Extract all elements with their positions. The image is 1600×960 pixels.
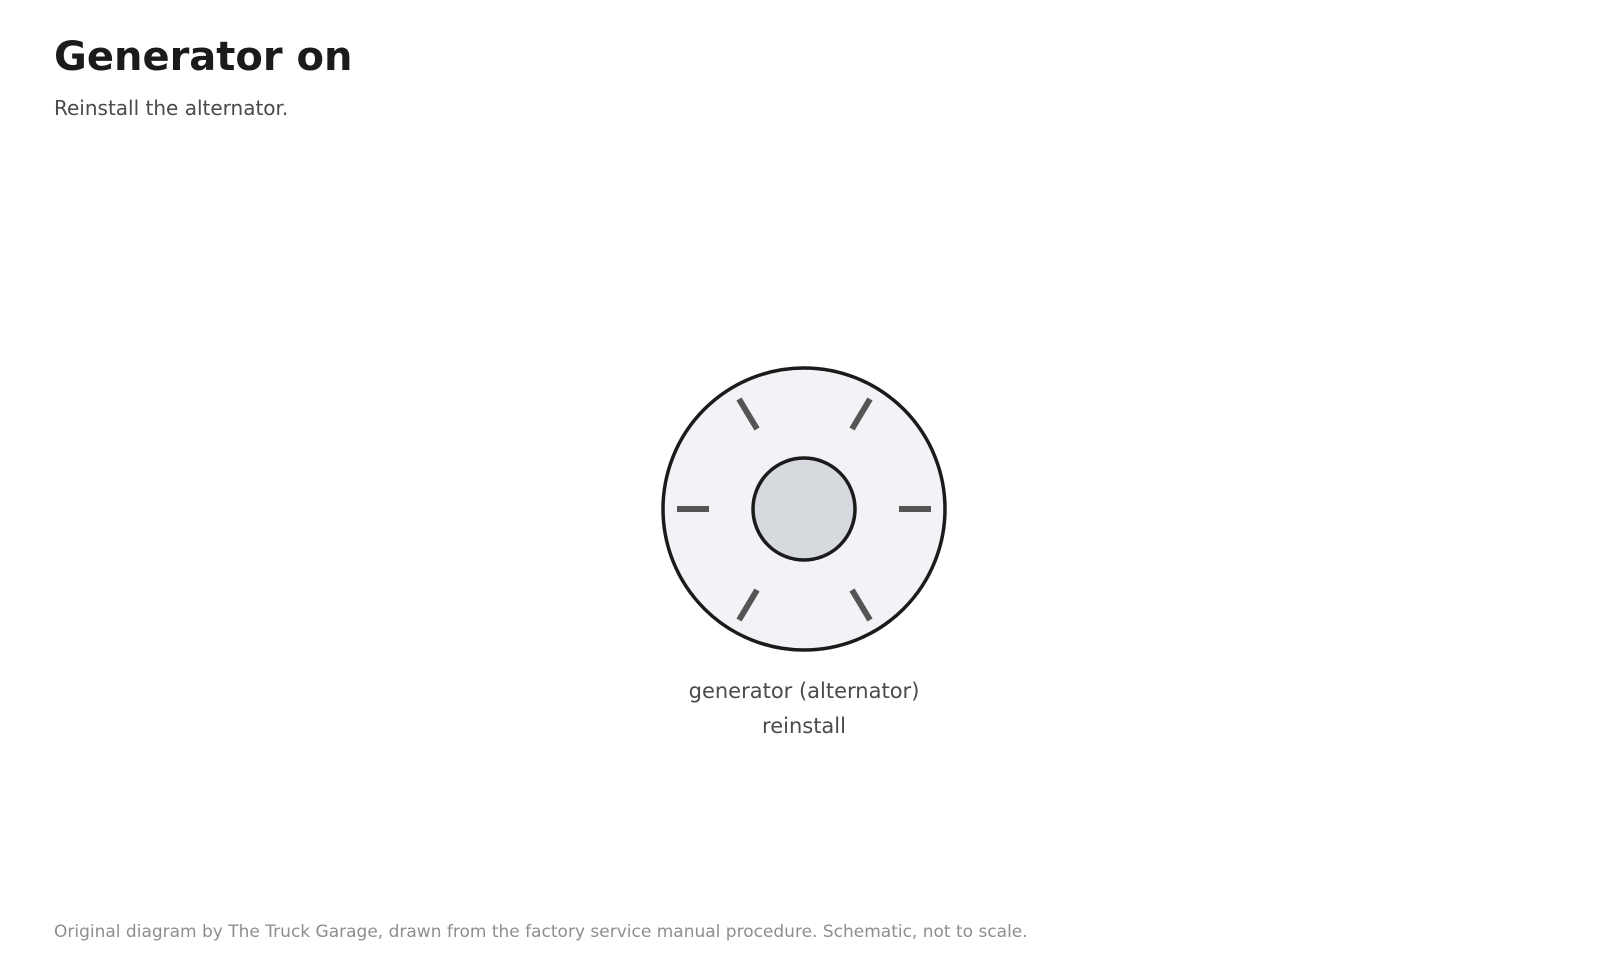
component-label: generator (alternator) [689,679,920,703]
alternator-icon [661,366,947,652]
alternator-hub [751,456,857,562]
page-subtitle: Reinstall the alternator. [54,96,289,120]
vent-mark-top-right [849,397,873,431]
component-action-label: reinstall [762,714,846,738]
page-title: Generator on [54,34,353,80]
footer-credit: Original diagram by The Truck Garage, dr… [54,922,1028,942]
vent-mark-top-left [736,397,760,431]
vent-marks [677,397,931,622]
vent-mark-bottom-left [736,588,760,622]
vent-mark-bottom-right [849,588,873,622]
